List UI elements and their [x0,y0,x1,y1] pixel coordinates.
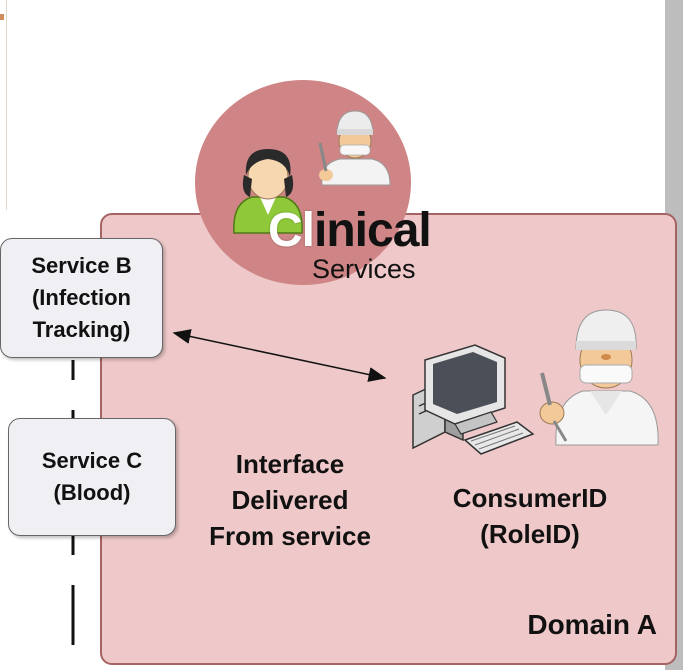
clinical-title: Cl inical [268,204,432,257]
clinical-title-rest: inical [314,204,432,257]
service-b-box[interactable]: Service B (Infection Tracking) [0,238,163,358]
service-c-detail: (Blood) [53,480,131,505]
left-edge-tick [0,14,4,20]
service-b-detail: (Infection Tracking) [31,285,131,342]
clinical-subtitle: Services [312,254,416,284]
surgeon-icon [318,110,391,186]
service-c-box[interactable]: Service C (Blood) [8,418,176,536]
interface-caption-line: Interface [235,449,345,479]
role-id-label: (RoleID) [480,519,580,549]
service-b-name: Service B [31,253,132,278]
consumer-caption: ConsumerID (RoleID) [430,480,630,552]
interface-caption-line: From service [209,521,371,551]
computer-icon [412,344,535,455]
interface-caption-line: Delivered [231,485,349,515]
doctor-icon [539,309,659,446]
consumer-id-label: ConsumerID [452,483,608,513]
domain-label: Domain A [527,609,657,640]
clinical-title-first: Cl [268,204,315,257]
dashed-connector [71,360,75,645]
left-edge-border [0,0,7,210]
interface-caption: Interface Delivered From service [190,446,390,554]
service-c-name: Service C [41,448,143,473]
clinical-logo-figures [233,110,391,234]
nurse-icon [233,149,303,234]
